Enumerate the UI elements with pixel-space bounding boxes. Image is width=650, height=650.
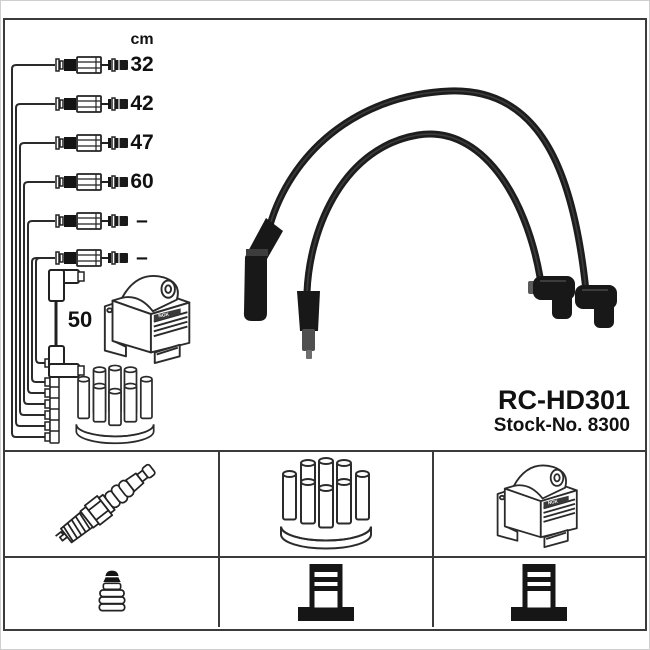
distributor-cap-drawing <box>75 364 155 445</box>
cell-distributor-cap <box>218 452 431 556</box>
coil-wire <box>48 269 85 378</box>
cell-distributor-terminal <box>218 556 432 627</box>
cell-ignition-coil <box>431 452 645 556</box>
ignition-coil-icon <box>497 464 579 548</box>
parts-grid <box>5 450 645 631</box>
coil-wire-length: 50 <box>67 307 93 332</box>
cable-length-4: 60 <box>130 170 154 193</box>
cable-length-5: – <box>136 209 148 232</box>
plug-wire-row <box>55 56 128 74</box>
cable-length-2: 42 <box>130 92 154 115</box>
wire-harness-diagram <box>11 56 128 444</box>
plug-wire-rows <box>55 56 128 267</box>
spark-plug-icon <box>50 457 161 552</box>
distributor-cap-icon <box>279 456 372 550</box>
plug-wire-row <box>55 249 128 267</box>
plug-wire-row <box>55 134 128 152</box>
coil-terminal-icon <box>509 564 569 622</box>
angled-boot <box>243 218 283 321</box>
plug-terminal-nut-icon <box>97 569 126 612</box>
cable-length-1: 32 <box>130 53 154 76</box>
inner-cable <box>303 130 544 296</box>
elbow-boot-1 <box>528 276 575 319</box>
plug-wire-row <box>55 173 128 191</box>
length-unit-header: cm <box>130 31 154 48</box>
plug-wire-row <box>55 212 128 230</box>
ignition-coil-drawing <box>103 274 191 364</box>
cell-plug-terminal-nut <box>5 556 219 627</box>
elbow-boot-2 <box>575 285 617 328</box>
cell-coil-terminal <box>431 556 645 627</box>
cable-length-3: 47 <box>130 131 154 154</box>
cell-spark-plug <box>5 452 218 556</box>
straight-boot <box>297 291 320 359</box>
cable-length-6: – <box>136 246 148 269</box>
distributor-terminal-icon <box>296 564 356 622</box>
cable-photo <box>243 87 617 359</box>
product-stock-number: Stock-No. 8300 <box>493 415 630 436</box>
plug-wire-row <box>55 95 128 113</box>
product-code: RC-HD301 <box>497 385 630 415</box>
